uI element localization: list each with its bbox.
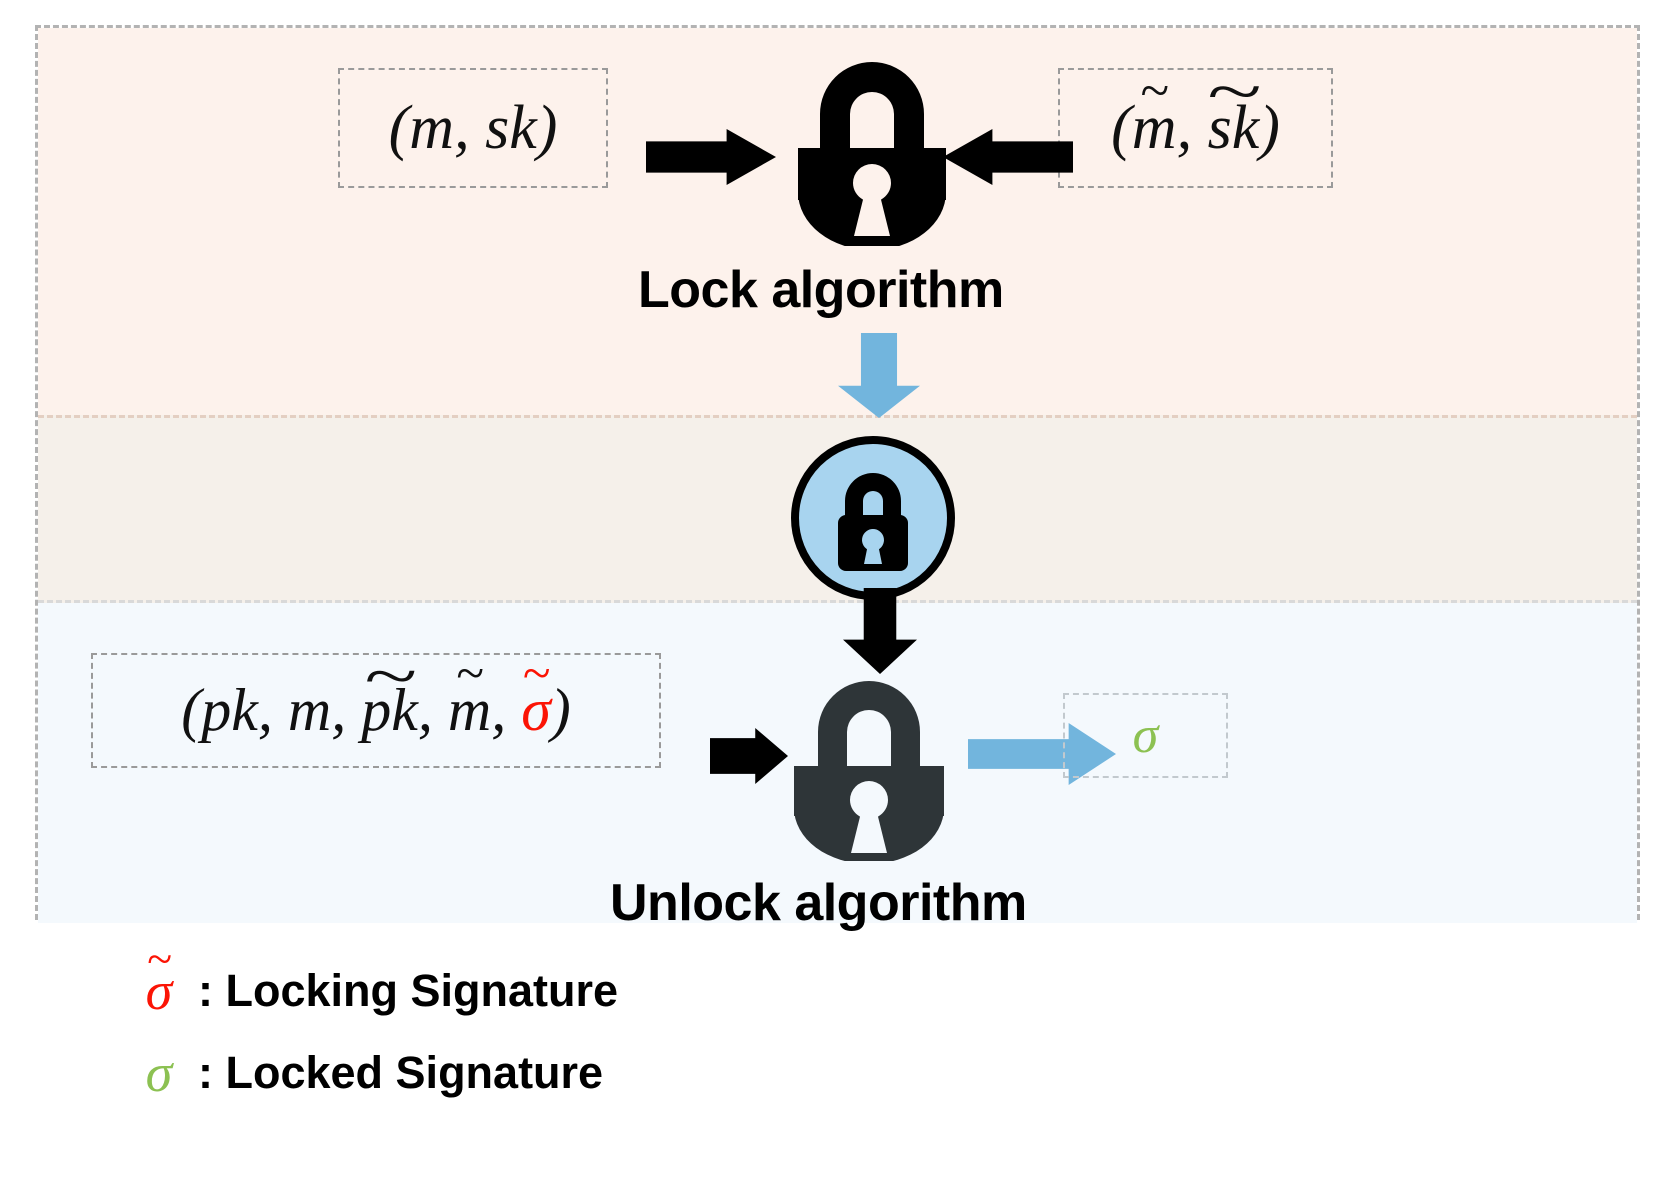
legend-row-locked-signature: σ : Locked Signature <box>130 1032 1030 1114</box>
lock-input-left-box: (m, sk) <box>338 68 608 188</box>
m-tilde-symbol-unlock: ~m <box>447 646 492 743</box>
unlock-input-box: (pk, m, ~pk, ~m, ~σ) <box>91 640 661 768</box>
sk-tilde-symbol: ~sk <box>1206 55 1261 162</box>
open-padlock-icon-unlock <box>794 681 944 861</box>
legend-symbol-locked-sigma: σ <box>145 1043 173 1103</box>
lock-input-right-box: (~m, ~sk) <box>1058 55 1333 188</box>
locked-signature-badge <box>791 436 955 600</box>
locked-sigma-symbol: σ <box>1132 707 1159 764</box>
sigma-tilde-symbol: ~σ <box>521 646 551 743</box>
unlock-algorithm-caption: Unlock algorithm <box>610 874 1027 932</box>
pk-tilde-symbol: ~pk <box>361 640 418 743</box>
legend-label-locking-signature: : Locking Signature <box>198 965 619 1016</box>
legend-row-locking-signature: ~σ : Locking Signature <box>130 933 1030 1032</box>
lock-input-left-expression: (m, sk) <box>388 93 558 162</box>
diagram-frame: (m, sk) (~m, ~sk) Lock algorithm (pk, m,… <box>35 25 1640 932</box>
open-padlock-icon <box>798 62 946 246</box>
unlock-output-box: σ <box>1063 693 1228 778</box>
legend-label-locked-signature: : Locked Signature <box>198 1047 604 1098</box>
lock-algorithm-caption: Lock algorithm <box>638 261 1004 319</box>
legend-symbol-locking-sigma: ~σ <box>145 933 173 1021</box>
m-tilde-symbol: ~m <box>1131 62 1177 162</box>
lock-input-right-expression: (~m, ~sk) <box>1111 55 1280 162</box>
legend: ~σ : Locking Signature σ : Locked Signat… <box>130 933 1030 1114</box>
unlock-input-expression: (pk, m, ~pk, ~m, ~σ) <box>181 640 571 743</box>
